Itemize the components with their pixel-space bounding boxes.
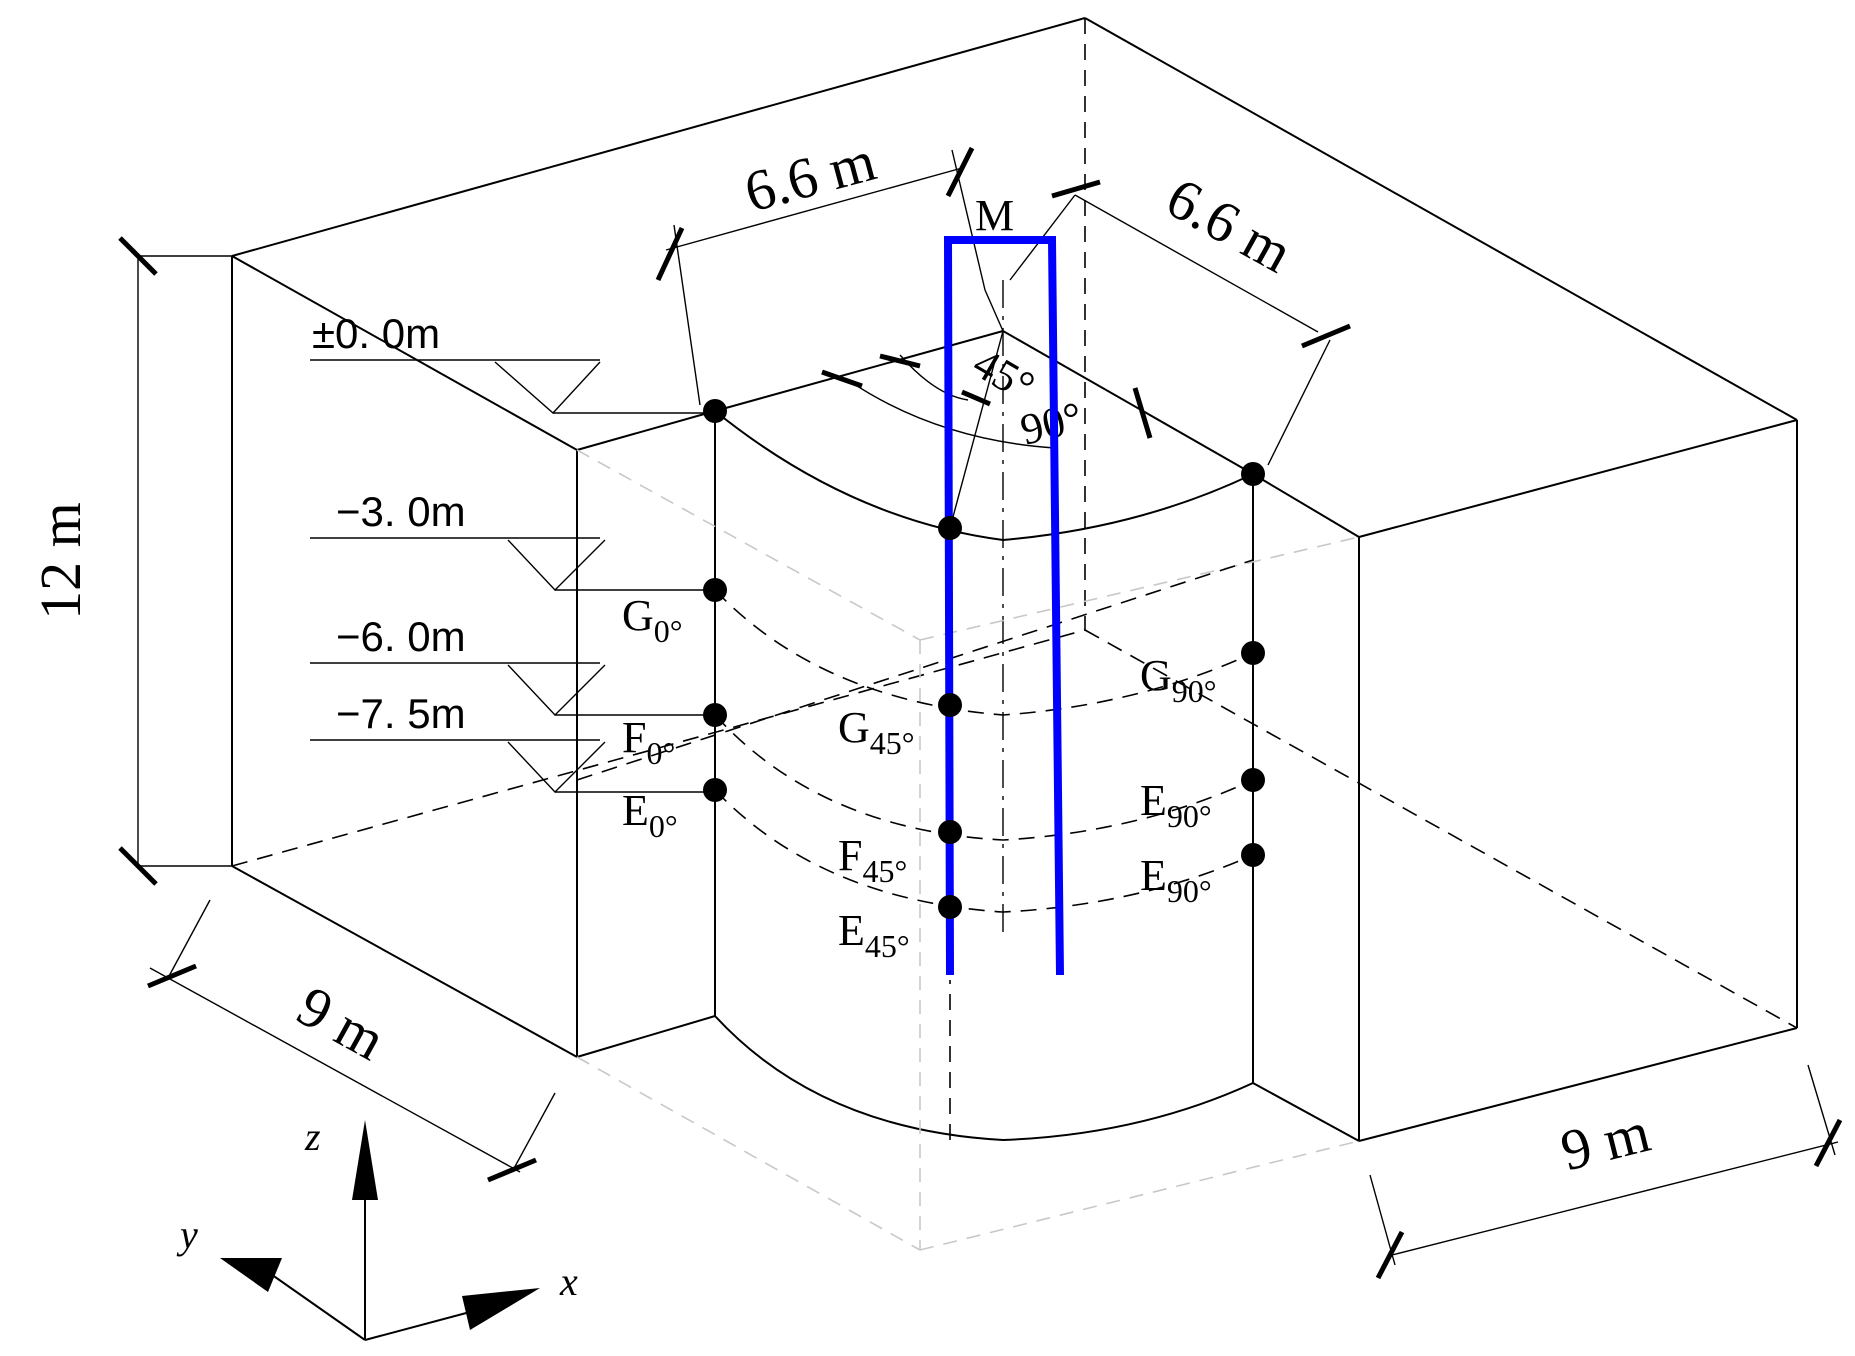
radius-dimensions: 6.6 m 6.6 m <box>655 128 1351 466</box>
point-e90-lower <box>1241 843 1265 867</box>
point-e45 <box>938 895 962 919</box>
level-label-1: −3. 0m <box>336 488 466 535</box>
pile-outline <box>943 236 1064 976</box>
pit-top-edges <box>231 255 1798 541</box>
width-left-dimension: 9 m <box>147 899 556 1183</box>
point-e0 <box>703 778 727 802</box>
label-e0: E0° <box>622 786 678 844</box>
x-arrow-icon <box>462 1288 540 1330</box>
label-g90: G90° <box>1140 651 1217 709</box>
point-g90 <box>1241 641 1265 665</box>
point-labels: G0° F0° E0° G45° F45° E45° G90° E90° E90… <box>622 591 1217 964</box>
level-arcs <box>576 559 1254 913</box>
coordinate-axes: z y x <box>176 1114 578 1341</box>
height-label: 12 m <box>28 502 93 620</box>
label-g45: G45° <box>838 703 915 761</box>
point-g45 <box>938 693 962 717</box>
point-top-45 <box>938 516 962 540</box>
point-f45 <box>938 820 962 844</box>
y-axis-label: y <box>176 1212 198 1257</box>
width-right-dimension: 9 m <box>1369 1064 1843 1280</box>
level-label-3: −7. 5m <box>336 690 466 737</box>
width-right-label: 9 m <box>1554 1099 1656 1184</box>
level-markers: ±0. 0m −3. 0m −6. 0m −7. 5m <box>310 310 715 794</box>
level-label-0: ±0. 0m <box>312 310 440 357</box>
level-label-2: −6. 0m <box>336 613 466 660</box>
height-dimension: 12 m <box>28 236 232 886</box>
z-axis-label: z <box>304 1114 321 1159</box>
outer-box <box>231 17 1798 1142</box>
pile-label: M <box>975 191 1014 240</box>
point-g0 <box>703 578 727 602</box>
pile-m: M <box>943 191 1064 976</box>
angle-marks: 45° 90° <box>821 289 1153 529</box>
point-f0 <box>703 703 727 727</box>
x-axis-label: x <box>559 1259 578 1304</box>
point-top-90 <box>1241 462 1265 486</box>
label-f0: F0° <box>622 713 675 771</box>
label-f45: F45° <box>838 831 907 889</box>
point-top-0 <box>703 399 727 423</box>
point-e90-upper <box>1241 768 1265 792</box>
label-e45: E45° <box>838 906 910 964</box>
hidden-edges <box>576 449 1360 1251</box>
radius-right-label: 6.6 m <box>1156 164 1303 285</box>
y-arrow-icon <box>220 1258 282 1292</box>
width-left-label: 9 m <box>287 973 396 1073</box>
label-e90-upper: E90° <box>1140 776 1212 834</box>
monitoring-points <box>703 399 1265 919</box>
pit-walls <box>576 280 1360 1142</box>
label-g0: G0° <box>622 591 683 649</box>
label-e90-lower: E90° <box>1140 851 1212 909</box>
z-arrow-icon <box>352 1120 378 1200</box>
